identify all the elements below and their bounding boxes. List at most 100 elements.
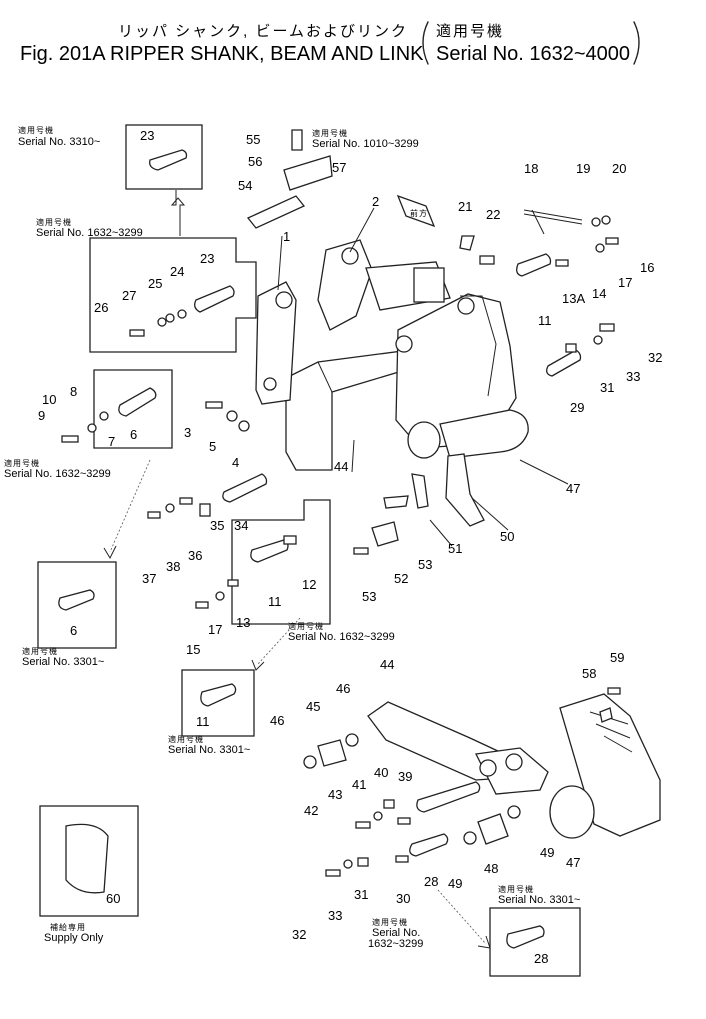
callout: 20	[612, 161, 626, 176]
bolt-16	[605, 237, 619, 245]
pin-11-alt	[200, 683, 237, 707]
pin-23	[194, 285, 235, 313]
pin-53	[353, 547, 369, 555]
seal-46-lower	[303, 755, 317, 769]
inset-box-28	[489, 907, 581, 977]
supply-note: Supply Only	[44, 932, 104, 944]
serial-note-jp: 適用号機	[498, 884, 534, 894]
callout: 11	[196, 714, 210, 729]
pin-53-upper	[411, 473, 429, 509]
pin-11	[250, 539, 289, 563]
washer-38	[165, 503, 175, 513]
plate-57	[283, 155, 333, 191]
beam-end	[475, 747, 549, 795]
serial-note: Serial No. 3301~	[22, 656, 104, 668]
serial-note: Serial No. 1010~3299	[312, 138, 419, 150]
callout: 12	[302, 577, 316, 592]
callout: 60	[106, 891, 120, 906]
plate-54	[246, 195, 306, 229]
callout: 47	[566, 855, 580, 870]
callout: 39	[398, 769, 412, 784]
callout: 23	[200, 251, 214, 266]
serial-note-jp: 適用号機	[4, 458, 40, 468]
callout: 42	[304, 803, 318, 818]
title-serial: Serial No. 1632~4000	[436, 43, 630, 65]
callout: 2	[372, 194, 379, 209]
front-arrow-label: 前方	[410, 208, 428, 218]
arm-2	[317, 239, 373, 331]
callout: 15	[186, 642, 200, 657]
callout: 41	[352, 777, 366, 792]
serial-note-jp: 適用号機	[168, 734, 204, 744]
callout: 38	[166, 559, 180, 574]
callout: 33	[626, 369, 640, 384]
callout: 22	[486, 207, 500, 222]
bolt-15	[195, 601, 209, 609]
pin-39	[416, 781, 481, 813]
callout: 43	[328, 787, 342, 802]
plate-31-lower	[357, 857, 369, 867]
bolt-37	[147, 511, 161, 519]
front-arrow	[396, 194, 436, 228]
callout: 3	[184, 425, 191, 440]
serial-note-jp: 適用号機	[372, 917, 408, 927]
lower-assembly	[303, 687, 661, 877]
bolt-51	[383, 495, 409, 509]
small-parts	[61, 215, 619, 609]
serial-note-jp: 適用号機	[288, 621, 324, 631]
cover-60	[65, 823, 109, 894]
serial-note: Serial No. 1632~3299	[4, 468, 111, 480]
callout: 53	[418, 557, 432, 572]
pin-28	[409, 833, 449, 857]
washer-43	[373, 811, 383, 821]
figure-title: リッパ シャンク, ビームおよびリンク Fig. 201A RIPPER SHA…	[20, 21, 640, 65]
bolt-22	[479, 255, 495, 265]
pin-14	[516, 253, 552, 277]
callout: 23	[140, 128, 154, 143]
callout: 27	[122, 288, 136, 303]
fitting-40	[397, 817, 411, 825]
callout: 14	[592, 286, 606, 301]
inset-box-60	[39, 805, 139, 917]
bolt-42	[355, 821, 371, 829]
seal-46	[345, 733, 359, 747]
inset-box-23	[125, 124, 203, 190]
callout: 49	[540, 845, 554, 860]
washer-27	[157, 317, 167, 327]
seal-49-lower	[463, 831, 477, 845]
callout: 17	[618, 275, 632, 290]
leader-lines	[277, 207, 569, 547]
callout: 31	[600, 380, 614, 395]
washer-33	[593, 335, 603, 345]
plate-13A	[555, 259, 569, 267]
title-bracket-left	[422, 21, 429, 65]
plate-31	[565, 343, 577, 353]
rod-18	[523, 209, 583, 235]
callout: 17	[208, 622, 222, 637]
main-assembly: 前方	[222, 129, 583, 547]
callout: 30	[396, 891, 410, 906]
callout: 36	[188, 548, 202, 563]
callout: 31	[354, 887, 368, 902]
washer-8	[99, 411, 109, 421]
bolt-26	[129, 329, 145, 337]
shank-50	[445, 453, 485, 527]
bracket-1	[255, 281, 297, 405]
callout: 19	[576, 161, 590, 176]
callout: 57	[332, 160, 346, 175]
callout: 28	[424, 874, 438, 889]
callout: 26	[94, 300, 108, 315]
callout: 7	[108, 434, 115, 449]
callout: 58	[582, 666, 596, 681]
boss-47	[439, 409, 529, 459]
washer-17-upper	[595, 243, 605, 253]
serial-note-jp: 適用号機	[36, 217, 72, 227]
callout: 6	[130, 427, 137, 442]
callout: 11	[538, 313, 552, 328]
tooth-52	[371, 521, 399, 547]
serial-note: Serial No. 3310~	[18, 136, 100, 148]
callout: 40	[374, 765, 388, 780]
callout: 16	[640, 260, 654, 275]
pin-6-alt	[58, 589, 95, 611]
pin-34	[222, 473, 268, 503]
